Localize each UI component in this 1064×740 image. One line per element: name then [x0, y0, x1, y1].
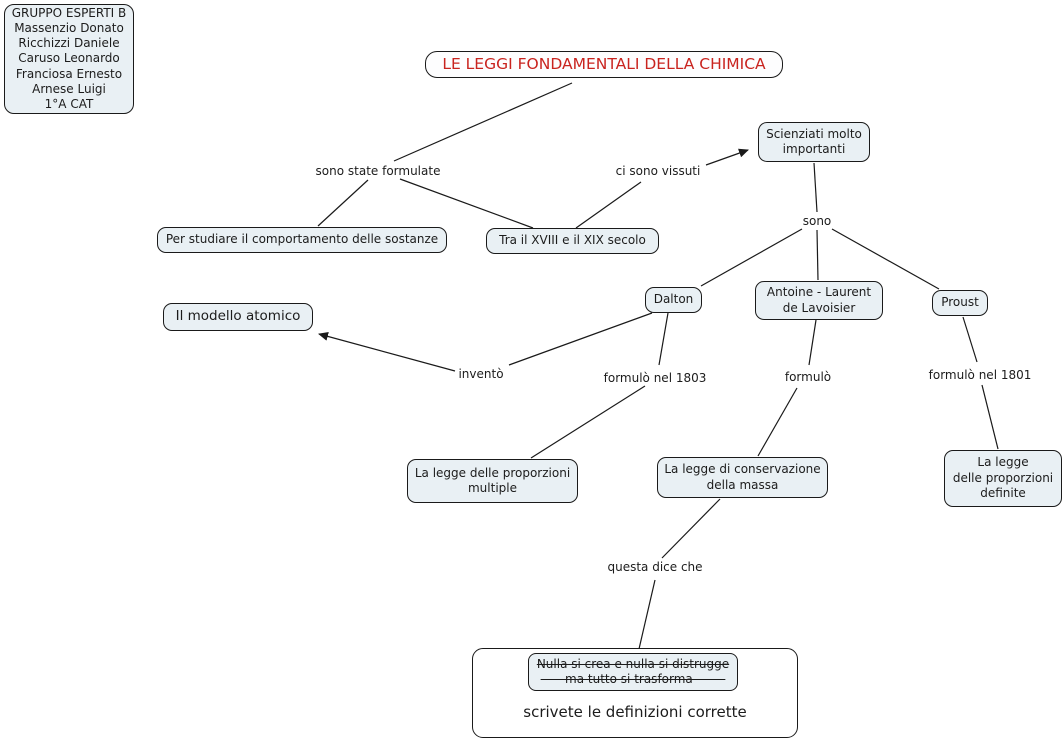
edge-formulate-to-periodo [399, 178, 534, 229]
node-dalton[interactable]: Dalton [645, 287, 702, 313]
edge-vissuti-to-scienziati-arrow [705, 148, 749, 166]
edge-dalton-to-invento [508, 312, 653, 366]
link-label-formulo-nel-1803[interactable]: formulò nel 1803 [603, 371, 707, 385]
edge-lavoisier-to-formulo [808, 319, 817, 366]
node-legge-proporzioni-definite[interactable]: La legge delle proporzioni definite [944, 450, 1062, 507]
link-label-sono[interactable]: sono [802, 214, 832, 228]
edge-dalton-to-formulo-1803 [658, 312, 669, 366]
edge-scienziati-to-sono [813, 162, 818, 213]
link-label-formulo[interactable]: formulò [784, 370, 832, 384]
edge-conservazione-to-dice [661, 498, 721, 559]
edge-periodo-to-ci-sono-vissuti [575, 181, 642, 229]
instruction-text: scrivete le definizioni corrette [523, 703, 747, 721]
node-proust[interactable]: Proust [932, 290, 988, 316]
edge-dice-to-definizione [638, 579, 656, 650]
edge-formulo-to-conservazione [757, 387, 798, 457]
edge-title-to-sono-state-formulate [393, 82, 573, 162]
link-label-formulo-nel-1801[interactable]: formulò nel 1801 [928, 368, 1032, 382]
edge-formulate-to-per-studiare [317, 179, 369, 227]
link-label-sono-state-formulate[interactable]: sono state formulate [315, 164, 441, 178]
link-label-ci-sono-vissuti[interactable]: ci sono vissuti [615, 164, 701, 178]
edge-sono-to-lavoisier [816, 229, 819, 281]
edge-sono-to-dalton [700, 228, 803, 287]
link-label-invento[interactable]: inventò [458, 367, 504, 381]
link-label-questa-dice-che[interactable]: questa dice che [607, 560, 703, 574]
node-legge-proporzioni-multiple[interactable]: La legge delle proporzioni multiple [407, 459, 578, 503]
node-periodo-secoli[interactable]: Tra il XVIII e il XIX secolo [486, 228, 659, 254]
edge-1803-to-legge-multiple [530, 385, 646, 459]
node-legge-conservazione-massa[interactable]: La legge di conservazione della massa [657, 457, 828, 498]
node-definizione-barrata[interactable]: Nulla si crea e nulla si distrugge - - -… [528, 653, 738, 691]
node-group-credits[interactable]: GRUPPO ESPERTI B Massenzio Donato Ricchi… [4, 4, 134, 114]
node-title[interactable]: LE LEGGI FONDAMENTALI DELLA CHIMICA [425, 51, 783, 78]
node-scienziati-importanti[interactable]: Scienziati molto importanti [758, 122, 870, 162]
edge-invento-to-modello-arrow [318, 332, 456, 372]
edge-1801-to-legge-definite [981, 384, 999, 450]
edge-proust-to-formulo-1801 [962, 316, 978, 363]
node-lavoisier[interactable]: Antoine - Laurent de Lavoisier [755, 281, 883, 320]
node-modello-atomico[interactable]: Il modello atomico [163, 303, 313, 331]
edge-sono-to-proust [831, 228, 940, 290]
node-per-studiare-sostanze[interactable]: Per studiare il comportamento delle sost… [157, 227, 447, 253]
